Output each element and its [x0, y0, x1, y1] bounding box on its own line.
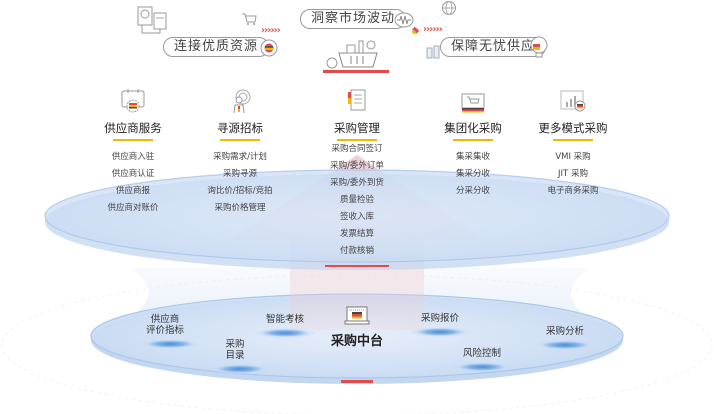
module-item: 分采分收 — [455, 186, 490, 196]
module-item: 供应商对账价 — [107, 203, 159, 213]
title-underline — [553, 139, 593, 141]
node-pad — [140, 339, 200, 349]
globe-icon — [442, 1, 456, 15]
module-more-modes: 更多模式采购 VMI 采购 JIT 采购 电子商务采购 — [518, 88, 628, 200]
module-title: 更多模式采购 — [538, 121, 608, 135]
outer-ring — [1, 274, 713, 414]
node-label: 采购分析 — [545, 326, 584, 337]
module-item: 采购/委外到货 — [330, 178, 384, 188]
module-title: 采购管理 — [334, 121, 380, 135]
module-item: 发票结算 — [339, 229, 374, 239]
shopping-cart-icon — [242, 13, 257, 25]
title-underline — [453, 139, 493, 141]
title-underline — [220, 139, 260, 141]
module-item: 供应商入驻 — [111, 152, 155, 162]
module-item: 集采集收 — [455, 152, 490, 162]
bottom-disc-marker — [341, 380, 373, 383]
node-label: 采购 — [225, 339, 245, 350]
lightbulb-icon — [530, 36, 548, 58]
module-item: 电子商务采购 — [547, 186, 599, 196]
node-label: 目录 — [225, 350, 245, 361]
node-label: 风险控制 — [462, 348, 501, 359]
pill-resources-label: 连接优质资源 — [174, 39, 259, 54]
node-smart-assessment: 智能考核 — [255, 314, 315, 338]
node-label: 智能考核 — [265, 314, 304, 325]
node-label: 采购报价 — [420, 313, 459, 324]
module-item: 采购价格管理 — [214, 203, 266, 213]
target-person-icon — [233, 89, 251, 114]
chevrons-left: ›››››› — [261, 25, 281, 36]
pill-market-label: 洞察市场波动 — [311, 11, 396, 26]
bottles-icon — [426, 45, 440, 59]
device-connect-icon — [137, 6, 167, 34]
node-procurement-catalog: 采购 目录 — [210, 339, 270, 374]
target-icon — [260, 39, 278, 57]
title-underline — [337, 139, 377, 141]
module-procurement-management: 采购管理 采购合同签订 采购/委外订单 采购/委外到货 质量检验 签收入库 发票… — [302, 88, 412, 260]
top-disc-marker — [325, 265, 389, 267]
module-supplier-service: 供应商服务 供应商入驻 供应商认证 供应商报 供应商对账价 — [78, 88, 188, 217]
pill-guarantee-supply: 保障无忧供应 — [440, 37, 547, 57]
pill-connect-resources: 连接优质资源 — [163, 37, 270, 57]
monitor-cart-icon — [461, 93, 485, 113]
node-pad — [452, 362, 512, 372]
module-title: 集团化采购 — [444, 121, 502, 135]
node-risk-control: 风险控制 — [452, 348, 512, 372]
module-item: VMI 采购 — [555, 152, 591, 162]
module-item: 采购/委外订单 — [330, 161, 384, 171]
chevrons-right: ›››››› — [423, 24, 443, 35]
laptop-icon — [344, 306, 370, 325]
module-item: 询比价/招标/竞拍 — [207, 186, 273, 196]
module-item: 付款核销 — [339, 246, 374, 256]
node-pad — [255, 328, 315, 338]
node-procurement-quote: 采购报价 — [410, 313, 470, 337]
chart-badge-icon — [560, 90, 586, 112]
module-item: 质量检验 — [339, 195, 374, 205]
module-item: 集采分收 — [455, 169, 490, 179]
node-label: 评价指标 — [145, 325, 184, 336]
document-pen-icon — [348, 89, 366, 111]
node-pad — [210, 364, 270, 374]
node-pad — [535, 340, 595, 350]
module-title: 供应商服务 — [104, 121, 162, 135]
procurement-middle-platform-label: 采购中台 — [331, 334, 384, 349]
node-pad — [410, 327, 470, 337]
module-item: 采购合同签订 — [331, 144, 383, 154]
module-title: 寻源招标 — [217, 121, 263, 135]
module-item: 采购寻源 — [222, 169, 257, 179]
pill-market-insight: 洞察市场波动 — [300, 9, 407, 29]
title-underline — [113, 139, 153, 141]
waveform-icon — [394, 12, 414, 28]
module-item: 签收入库 — [339, 212, 374, 222]
pill-supply-label: 保障无忧供应 — [451, 39, 536, 54]
module-sourcing-bidding: 寻源招标 采购需求/计划 采购寻源 询比价/招标/竞拍 采购价格管理 — [185, 88, 295, 217]
module-item: JIT 采购 — [558, 169, 588, 179]
module-item: 供应商认证 — [111, 169, 155, 179]
node-procurement-analysis: 采购分析 — [535, 326, 595, 350]
pencil-icon — [411, 26, 420, 35]
shopping-basket-icon — [323, 40, 389, 73]
module-item: 采购需求/计划 — [213, 152, 267, 162]
node-supplier-evaluation: 供应商 评价指标 — [140, 314, 200, 349]
node-label: 供应商 — [150, 314, 180, 325]
top-disc — [44, 169, 670, 263]
module-item: 供应商报 — [115, 186, 150, 196]
module-group-procurement: 集团化采购 集采集收 集采分收 分采分收 — [418, 88, 528, 200]
supplier-calendar-gear-icon — [121, 89, 145, 113]
